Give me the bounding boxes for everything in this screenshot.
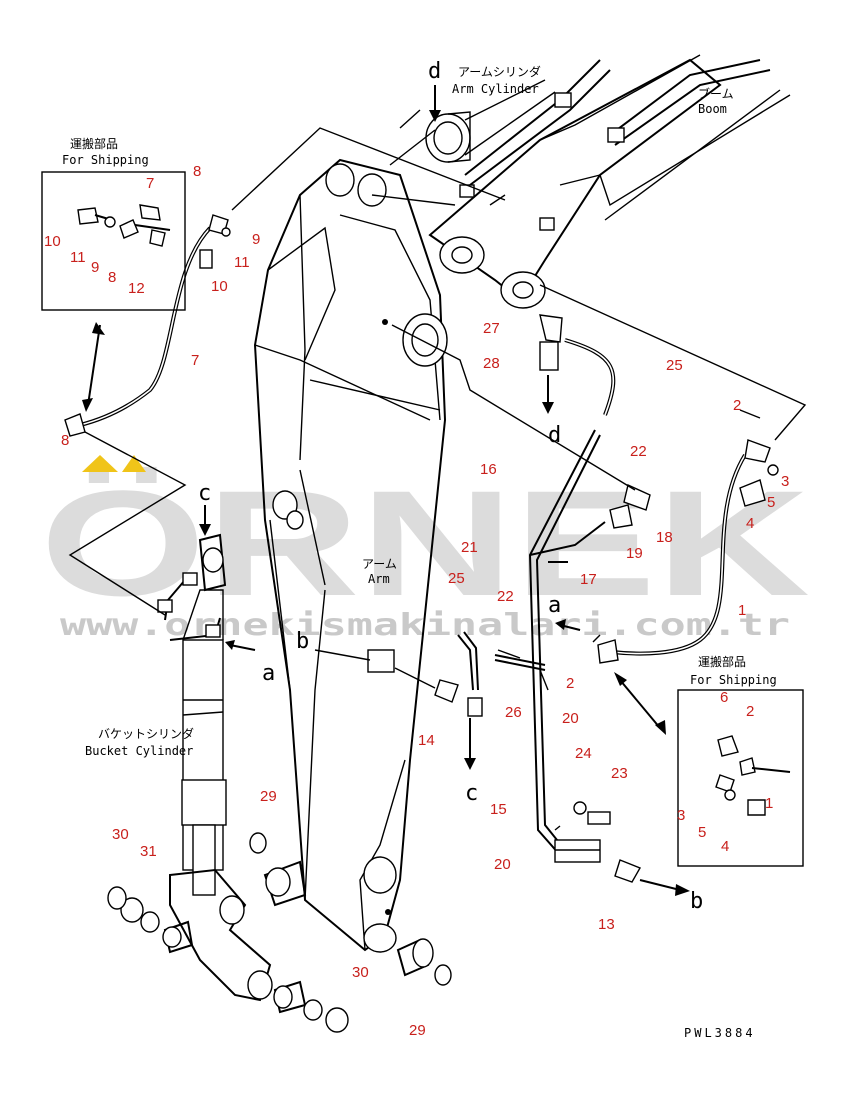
callout-3-top: 3 [781, 473, 789, 490]
arm-cylinder-en-label: Arm Cylinder [452, 82, 539, 96]
callout-7-box: 7 [146, 175, 154, 192]
callout-11-top: 11 [234, 254, 250, 271]
hose-1 [597, 439, 779, 664]
arm-body [253, 158, 448, 953]
callout-11-box: 11 [70, 249, 86, 266]
callout-1-box: 1 [765, 795, 773, 812]
boom-en-label: Boom [698, 102, 727, 116]
ref-letter-b-right: b [690, 889, 703, 914]
callout-31: 31 [140, 843, 157, 860]
shipping-box-left [41, 171, 186, 311]
callout-5-top: 5 [767, 494, 775, 511]
callout-8-top: 8 [193, 163, 201, 180]
callout-17: 17 [580, 571, 597, 588]
callout-14: 14 [418, 732, 435, 749]
callout-16: 16 [480, 461, 497, 478]
bucket-cylinder-jp-label: バケットシリンダ [98, 726, 194, 741]
callout-24: 24 [575, 745, 592, 762]
callout-20-top: 20 [562, 710, 579, 727]
hose-7 [64, 214, 231, 437]
ref-letter-d: d [548, 423, 561, 448]
callout-1-hose: 1 [738, 602, 746, 619]
callout-10-box: 10 [44, 233, 61, 250]
callout-19: 19 [626, 545, 643, 562]
shipping-left-jp-label: 運搬部品 [70, 136, 118, 151]
callout-28: 28 [483, 355, 500, 372]
callout-29-bottom: 29 [409, 1022, 426, 1039]
callout-9-top: 9 [252, 231, 260, 248]
ref-letter-b-left: b [296, 629, 309, 654]
boom-jp-label: ブーム [698, 86, 734, 101]
bushings [107, 832, 452, 1033]
watermark-umlaut-right [122, 455, 146, 472]
shipping-box-right [677, 689, 804, 867]
callout-18: 18 [656, 529, 673, 546]
callout-26: 26 [505, 704, 522, 721]
arm-en-label: Arm [368, 572, 390, 586]
callout-10-top: 10 [211, 278, 228, 295]
reference-letters: d d c c a a b b [198, 59, 703, 914]
callout-13: 13 [598, 916, 615, 933]
ref-letter-c-top: c [198, 481, 211, 506]
callout-7-hose: 7 [191, 352, 199, 369]
diagram-labels: アームシリンダ Arm Cylinder ブーム Boom アーム Arm バケ… [62, 64, 777, 1040]
callout-2-mid: 2 [566, 675, 574, 692]
callout-20-bottom: 20 [494, 856, 511, 873]
shipping-left-en-label: For Shipping [62, 153, 149, 167]
callout-2-box: 2 [746, 703, 754, 720]
ref-letter-c: c [465, 781, 478, 806]
shipping-right-en-label: For Shipping [690, 673, 777, 687]
callout-22-top: 22 [630, 443, 647, 460]
callout-6-box: 6 [720, 689, 728, 706]
callout-15: 15 [490, 801, 507, 818]
watermark-brand: ÖRNEK [40, 459, 810, 627]
watermark-umlaut-left [82, 455, 118, 472]
arm-piping [367, 314, 651, 883]
callout-27: 27 [483, 320, 500, 337]
callout-12-box: 12 [128, 280, 145, 297]
callout-9-box: 9 [91, 259, 99, 276]
callout-8-box: 8 [108, 269, 116, 286]
boom-assembly [425, 54, 791, 309]
callout-22-mid: 22 [497, 588, 514, 605]
callout-29-top: 29 [260, 788, 277, 805]
callout-2-top: 2 [733, 397, 741, 414]
callout-4-top: 4 [746, 515, 754, 532]
shipping-right-jp-label: 運搬部品 [698, 654, 746, 669]
bucket-cylinder-en-label: Bucket Cylinder [85, 744, 193, 758]
ref-letter-d-top: d [428, 59, 441, 84]
callout-3-box: 3 [677, 807, 685, 824]
callout-5-box: 5 [698, 824, 706, 841]
ref-letter-a-left: a [262, 661, 275, 686]
callout-30-bottom: 30 [352, 964, 369, 981]
callout-30-left: 30 [112, 826, 129, 843]
bucket-cylinder [157, 533, 273, 1002]
leader-lines [68, 85, 807, 896]
callout-23: 23 [611, 765, 628, 782]
callout-8-bottom: 8 [61, 432, 69, 449]
drawing-code: PWL3884 [684, 1026, 756, 1040]
arm-jp-label: アーム [362, 557, 397, 571]
part-callouts: 7 10 11 9 8 12 8 9 11 10 7 8 27 28 25 2 … [44, 163, 789, 1039]
ref-letter-a-right: a [548, 593, 561, 618]
callout-4-box: 4 [721, 838, 729, 855]
callout-25-mid: 25 [448, 570, 465, 587]
callout-25-top: 25 [666, 357, 683, 374]
arm-cylinder-jp-label: アームシリンダ [458, 64, 541, 79]
callout-21: 21 [461, 539, 478, 556]
